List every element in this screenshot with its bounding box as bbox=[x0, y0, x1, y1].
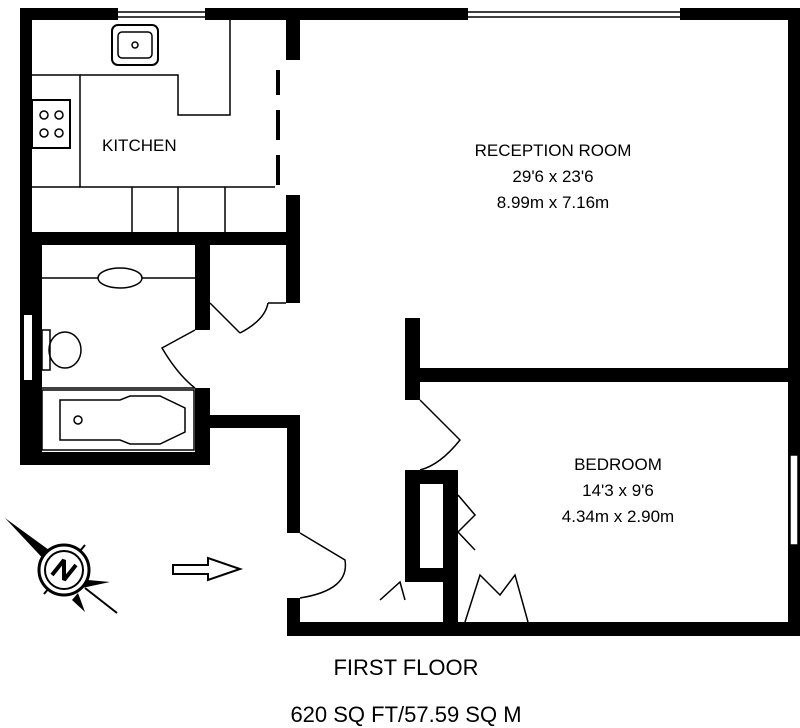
bath-icon bbox=[41, 389, 195, 451]
bedroom-metric: 4.34m x 2.90m bbox=[562, 507, 674, 526]
reception-metric: 8.99m x 7.16m bbox=[497, 193, 609, 212]
floor-name: FIRST FLOOR bbox=[333, 655, 478, 680]
window-lines bbox=[118, 11, 680, 18]
washbasin-icon bbox=[97, 267, 143, 289]
reception-label: RECEPTION ROOM bbox=[475, 141, 632, 160]
floor-area: 620 SQ FT/57.59 SQ M bbox=[290, 702, 521, 727]
reception-imperial: 29'6 x 23'6 bbox=[512, 167, 593, 186]
doors bbox=[160, 302, 529, 623]
bedroom-label: BEDROOM bbox=[574, 455, 662, 474]
kitchen-label: KITCHEN bbox=[102, 136, 177, 155]
toilet-icon bbox=[41, 329, 82, 371]
hob-icon bbox=[31, 99, 71, 149]
walls bbox=[20, 8, 800, 636]
bedroom-imperial: 14'3 x 9'6 bbox=[582, 481, 654, 500]
sink-icon bbox=[111, 24, 159, 66]
bathroom-fittings bbox=[41, 267, 195, 451]
kitchen-fittings bbox=[31, 20, 275, 232]
entrance-arrow-icon bbox=[172, 556, 244, 582]
compass-north-icon bbox=[5, 518, 118, 614]
